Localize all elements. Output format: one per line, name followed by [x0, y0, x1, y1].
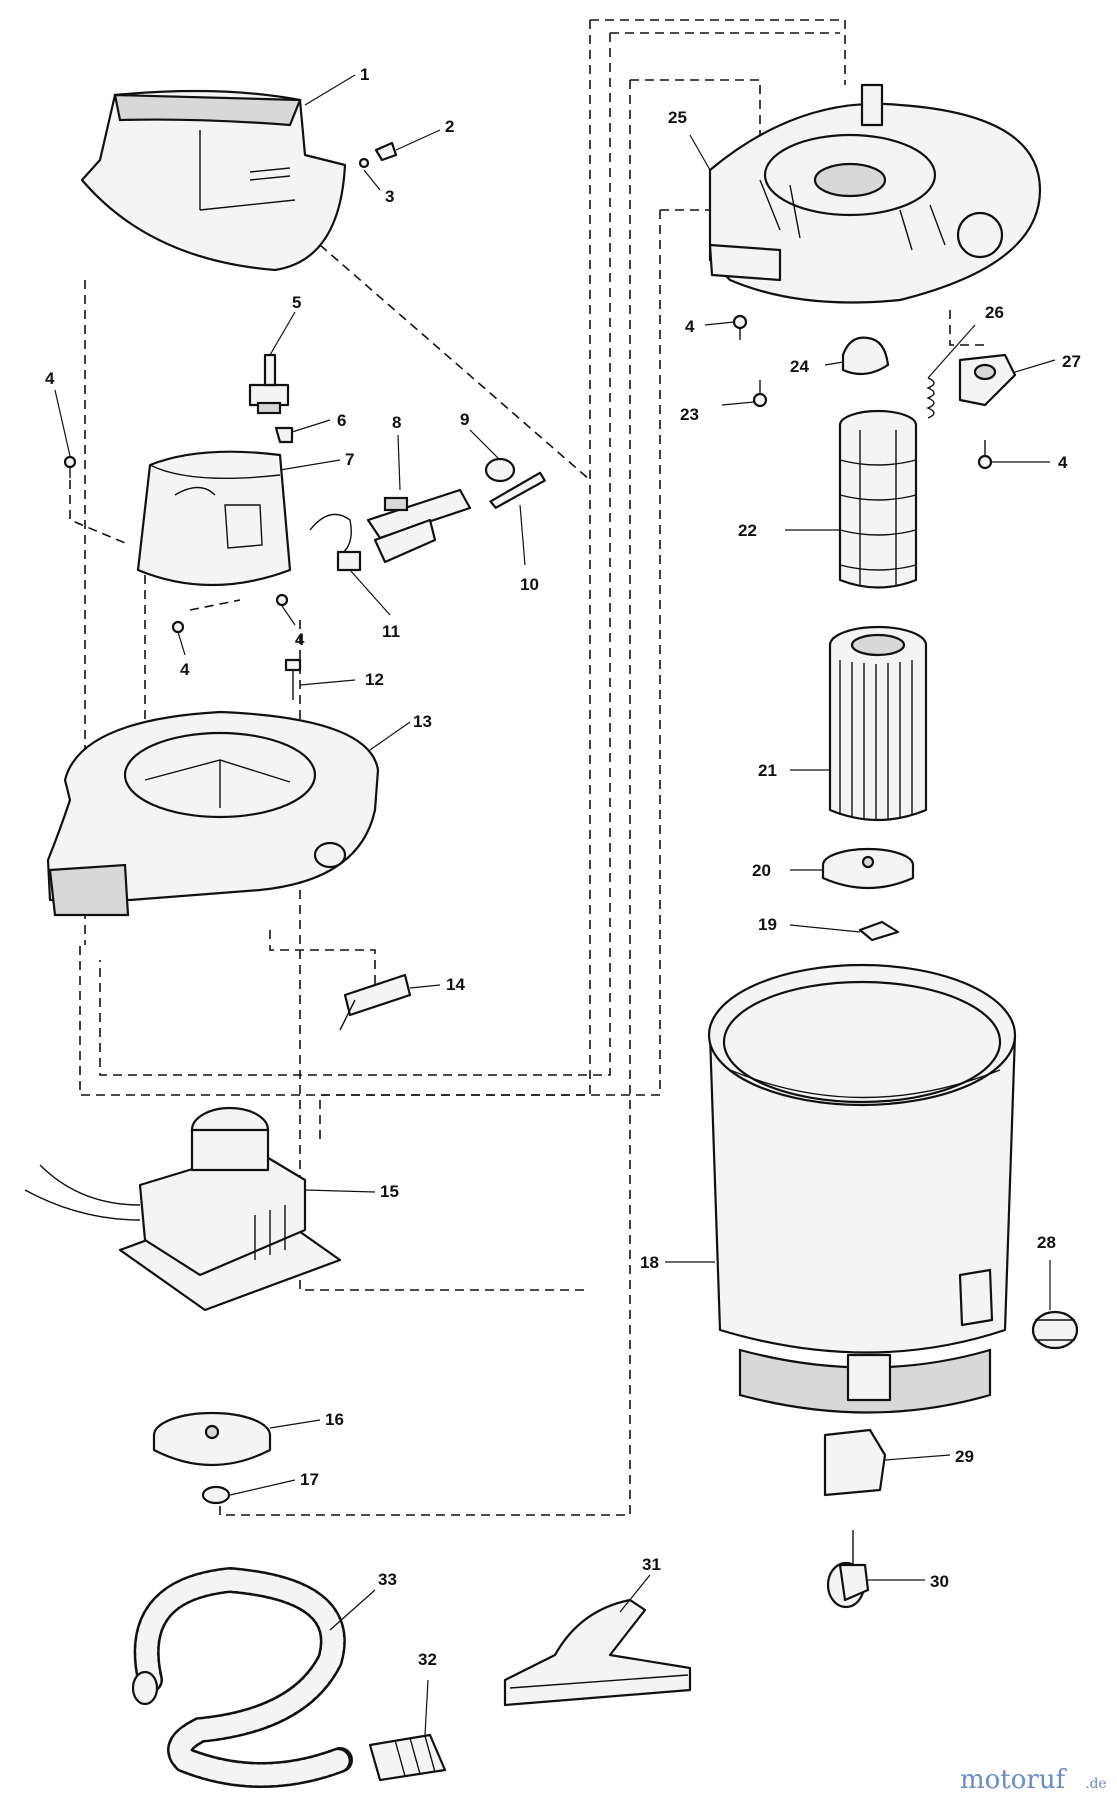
- callout-31: 31: [642, 1555, 661, 1574]
- leader-lines: [54, 74, 1056, 1736]
- part-31-floor-nozzle: [503, 1598, 692, 1707]
- part-13-motor-housing: [46, 710, 380, 917]
- callout-28: 28: [1037, 1233, 1056, 1252]
- callout-15: 15: [380, 1182, 399, 1201]
- part-6-switch-clip: [274, 426, 294, 444]
- callout-7: 7: [345, 450, 354, 469]
- callout-24: 24: [790, 357, 809, 376]
- watermark: motoruf .de: [960, 1765, 1107, 1795]
- callout-19: 19: [758, 915, 777, 934]
- part-28-drain-cap: [1031, 1310, 1079, 1350]
- callout-4-d: 4: [685, 317, 695, 336]
- part-25-lid-assembly: [708, 83, 1042, 304]
- part-7-switch-housing: [136, 450, 292, 587]
- callout-11: 11: [382, 622, 400, 641]
- part-4b-screw: [63, 455, 77, 478]
- part-32-hose-coupler: [368, 1733, 447, 1782]
- callout-30: 30: [930, 1572, 949, 1591]
- callout-6: 6: [337, 411, 346, 430]
- callout-29: 29: [955, 1447, 974, 1466]
- part-18-tank: [707, 963, 1017, 1414]
- callout-33: 33: [378, 1570, 397, 1589]
- part-4e-screw: [732, 314, 748, 340]
- part-29-caster-socket: [823, 1428, 887, 1497]
- callout-4-b: 4: [180, 660, 190, 679]
- callout-21: 21: [758, 761, 777, 780]
- part-16-impeller-disc: [152, 1411, 272, 1467]
- watermark-brand: motoruf: [960, 1765, 1068, 1795]
- part-8-switch-bracket: [366, 488, 472, 564]
- callout-8: 8: [392, 413, 401, 432]
- callout-4-a: 4: [45, 369, 55, 388]
- part-21-pleated-filter: [828, 625, 928, 822]
- callout-23: 23: [680, 405, 699, 424]
- part-33-hose: [131, 1566, 353, 1788]
- callout-3: 3: [385, 187, 394, 206]
- part-1-motor-cover: [80, 89, 347, 272]
- callout-4-c: 4: [295, 630, 305, 649]
- callout-1: 1: [360, 65, 369, 84]
- callout-25: 25: [668, 108, 687, 127]
- callout-5: 5: [292, 293, 301, 312]
- callout-27: 27: [1062, 352, 1081, 371]
- part-14-latch: [339, 973, 412, 1031]
- part-11-cord-clamp: [309, 513, 362, 572]
- callout-2: 2: [445, 117, 454, 136]
- part-26-spring: [926, 377, 935, 419]
- callout-17: 17: [300, 1470, 319, 1489]
- part-3-washer: [358, 157, 370, 169]
- callout-18: 18: [640, 1253, 659, 1272]
- callout-13: 13: [413, 712, 432, 731]
- part-4d-screw: [275, 593, 289, 607]
- callout-20: 20: [752, 861, 771, 880]
- part-20-filter-disc: [821, 847, 915, 890]
- callout-22: 22: [738, 521, 757, 540]
- part-19-clip: [858, 920, 900, 942]
- callout-16: 16: [325, 1410, 344, 1429]
- part-5-toggle-switch: [248, 353, 290, 415]
- part-27-float-bracket: [958, 353, 1017, 407]
- part-24-cap: [841, 336, 890, 376]
- callout-labels: 1 2 3 5 6 7 8 9 10 11 4 4 4 12 13 14 15 …: [45, 65, 1081, 1669]
- part-12-stud: [284, 658, 302, 700]
- part-4c-screw: [171, 620, 185, 634]
- callout-4-e: 4: [1058, 453, 1068, 472]
- callout-10: 10: [520, 575, 539, 594]
- part-30-caster: [826, 1530, 870, 1609]
- part-15-motor: [24, 1106, 342, 1312]
- callout-14: 14: [446, 975, 465, 994]
- watermark-suffix: .de: [1085, 1776, 1107, 1792]
- callout-12: 12: [365, 670, 384, 689]
- part-10-pin: [489, 471, 546, 509]
- part-22-filter-cage: [838, 409, 918, 589]
- part-9-knob: [484, 457, 516, 483]
- part-17-nut: [201, 1485, 231, 1505]
- callout-32: 32: [418, 1650, 437, 1669]
- callout-9: 9: [460, 410, 469, 429]
- part-23-screw: [752, 380, 768, 408]
- callout-26: 26: [985, 303, 1004, 322]
- assembly-guide-lines: [69, 19, 990, 1516]
- part-4f-screw: [977, 440, 993, 470]
- part-2-knob-screw: [374, 141, 398, 162]
